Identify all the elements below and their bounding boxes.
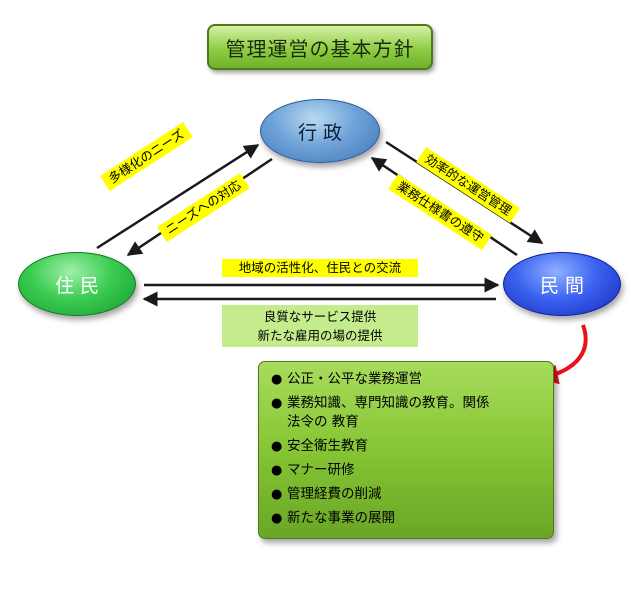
policy-item-text: 安全衛生教育 — [287, 438, 368, 454]
policy-item-text: 新たな事業の展開 — [287, 510, 395, 526]
policy-item: ● 新たな事業の展開 — [271, 509, 543, 528]
policy-item-text-line2: 法令の 教育 — [287, 414, 359, 430]
diagram-title: 管理運営の基本方針 — [207, 24, 433, 70]
bullet-icon: ● — [271, 439, 283, 454]
policy-item: ● 安全衛生教育 — [271, 437, 543, 456]
policy-item: ● 公正・公平な業務運営 — [271, 370, 543, 389]
label-minkan-to-jumin-line1: 良質なサービス提供 — [263, 309, 377, 324]
bullet-icon: ● — [271, 511, 283, 526]
policy-item: ● 管理経費の削減 — [271, 485, 543, 504]
arrow-jumin-to-gyosei — [96, 143, 260, 250]
policy-item-text: 業務知識、専門知識の教育。関係 — [287, 395, 490, 411]
label-minkan-to-jumin-line2: 新たな雇用の場の提供 — [257, 328, 383, 343]
bullet-icon: ● — [271, 396, 283, 411]
policy-item-text: 公正・公平な業務運営 — [287, 371, 422, 387]
policy-item: ● マナー研修 — [271, 461, 543, 480]
node-minkan: 民間 — [503, 252, 621, 316]
policy-item-text: 管理経費の削減 — [287, 486, 382, 502]
policy-item-text: マナー研修 — [287, 462, 355, 478]
label-jumin-to-minkan: 地域の活性化、住民との交流 — [222, 259, 418, 277]
node-gyosei: 行政 — [260, 99, 380, 163]
node-jumin: 住民 — [18, 252, 136, 316]
policy-list-box: ● 公正・公平な業務運営 ● 業務知識、専門知識の教育。関係 法令の 教育 ● … — [258, 361, 554, 539]
label-minkan-to-jumin: 良質なサービス提供 新たな雇用の場の提供 — [222, 305, 418, 347]
bullet-icon: ● — [271, 487, 283, 502]
bullet-icon: ● — [271, 463, 283, 478]
bullet-icon: ● — [271, 372, 283, 387]
policy-item: ● 業務知識、専門知識の教育。関係 法令の 教育 — [271, 394, 543, 432]
